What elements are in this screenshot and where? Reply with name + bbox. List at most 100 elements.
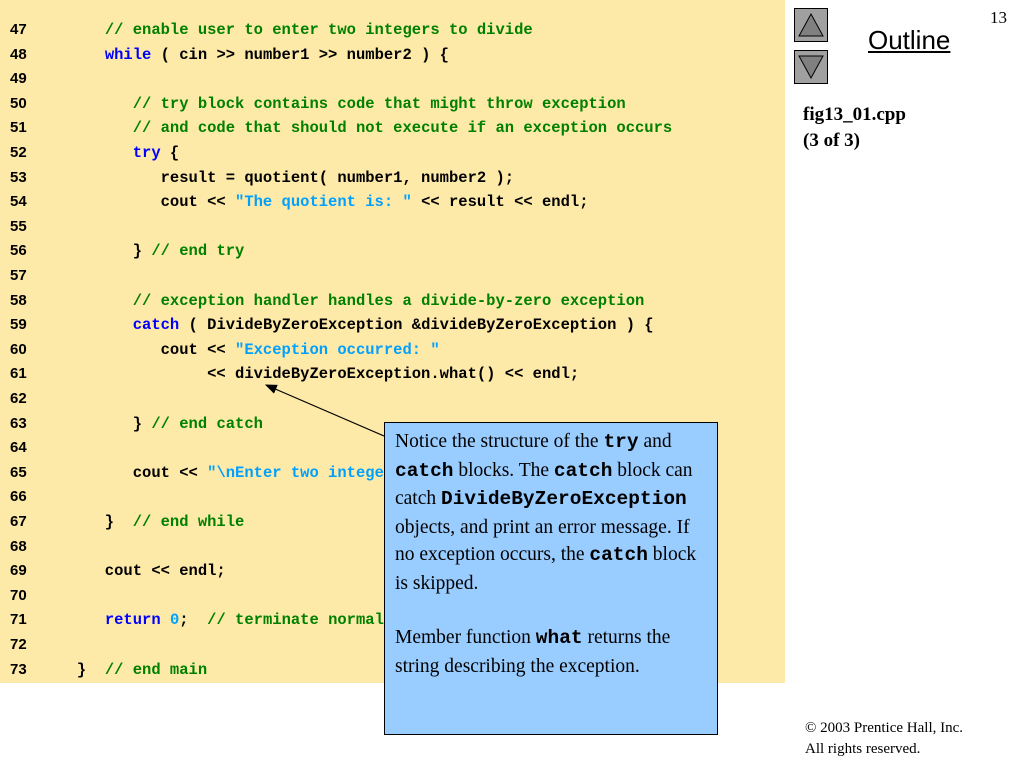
- previous-slide-button[interactable]: [794, 8, 828, 42]
- code-keyword: return: [104, 611, 161, 630]
- line-number: 63: [10, 414, 27, 432]
- code-listing: 47 // enable user to enter two integers …: [0, 0, 785, 683]
- code-line: 58 // exception handler handles a divide…: [0, 289, 785, 313]
- figure-part: (3 of 3): [803, 130, 860, 151]
- code-text: }: [49, 414, 152, 433]
- line-number: 62: [10, 390, 27, 407]
- line-number: 67: [10, 513, 27, 530]
- code-term: catch: [589, 544, 648, 566]
- copyright-line-2: All rights reserved.: [805, 741, 921, 757]
- code-comment: // end main: [104, 660, 208, 679]
- code-term: try: [603, 431, 639, 453]
- line-number: 69: [10, 562, 27, 580]
- code-text: cout <<: [49, 463, 208, 482]
- copyright-line-1: © 2003 Prentice Hall, Inc.: [805, 720, 964, 736]
- triangle-down-icon: [798, 55, 824, 80]
- line-number: 66: [10, 488, 27, 506]
- copyright-notice: © 2003 Prentice Hall, Inc. All rights re…: [805, 718, 963, 760]
- code-content: } // end while: [49, 510, 245, 534]
- code-content: return 0; // terminate normal: [49, 608, 384, 632]
- code-line: 64: [0, 436, 785, 460]
- line-number: 51: [10, 119, 27, 137]
- code-keyword: while: [104, 45, 152, 64]
- line-number: 58: [10, 291, 27, 309]
- triangle-up-icon: [798, 12, 824, 37]
- code-line: 53 result = quotient( number1, number2 )…: [0, 166, 785, 190]
- code-text: {: [160, 144, 180, 162]
- code-line: 47 // enable user to enter two integers …: [0, 18, 785, 42]
- code-comment: // end try: [151, 242, 245, 261]
- code-content: catch ( DivideByZeroException &divideByZ…: [49, 313, 654, 337]
- line-number: 61: [10, 365, 27, 383]
- line-number: 49: [10, 70, 27, 88]
- code-string: "The quotient is: ": [235, 193, 412, 212]
- figure-title: fig13_01.cpp (3 of 3): [803, 102, 906, 154]
- line-number: 71: [10, 611, 27, 629]
- code-line: 55: [0, 215, 785, 239]
- code-content: while ( cin >> number1 >> number2 ) {: [49, 43, 449, 67]
- code-line: 49: [0, 67, 785, 91]
- line-number: 56: [10, 242, 27, 260]
- callout-text: block can catch: [395, 459, 693, 510]
- callout-text: Notice the structure of the: [395, 431, 604, 452]
- callout-paragraph-2: Member function what returns the string …: [395, 624, 707, 680]
- outline-link[interactable]: Outline: [868, 25, 951, 55]
- code-content: } // end catch: [49, 412, 263, 436]
- code-text: }: [49, 242, 152, 261]
- code-line: 56 } // end try: [0, 239, 785, 263]
- line-number: 57: [10, 267, 27, 284]
- code-content: // and code that should not execute if a…: [49, 116, 673, 140]
- code-line: 71 return 0; // terminate normal: [0, 608, 785, 632]
- explanation-callout: Notice the structure of the try and catc…: [384, 422, 718, 735]
- line-number: 48: [10, 45, 27, 63]
- code-text: << divideByZeroException.what() << endl;: [49, 365, 580, 384]
- code-line: 48 while ( cin >> number1 >> number2 ) {: [0, 43, 785, 67]
- code-string: "Exception occurred: ": [235, 340, 440, 359]
- code-content: result = quotient( number1, number2 );: [49, 166, 514, 190]
- code-text: result = quotient( number1, number2 );: [49, 168, 515, 187]
- code-line: 69 cout << endl;: [0, 559, 785, 583]
- line-number: 50: [10, 94, 27, 112]
- line-number: 53: [10, 168, 27, 186]
- code-content: cout << "\nEnter two intege: [49, 461, 384, 485]
- code-comment: // terminate normal: [207, 611, 384, 630]
- code-content: cout << "Exception occurred: ": [49, 338, 440, 362]
- callout-text: returns the string describing the except…: [395, 627, 671, 677]
- code-comment: // end catch: [151, 414, 263, 433]
- callout-paragraph-1: Notice the structure of the try and catc…: [395, 428, 707, 597]
- code-line: 57: [0, 264, 785, 288]
- code-line: 61 << divideByZeroException.what() << en…: [0, 362, 785, 386]
- code-content: } // end main: [49, 658, 207, 682]
- code-text: ;: [179, 611, 208, 630]
- code-line: 52 try {: [0, 141, 785, 165]
- slide-number: 13: [990, 8, 1007, 27]
- code-line: 51 // and code that should not execute i…: [0, 116, 785, 140]
- code-line: 63 } // end catch: [0, 412, 785, 436]
- code-term: catch: [395, 459, 454, 482]
- line-number: 70: [10, 586, 27, 604]
- code-text: cout << endl;: [49, 562, 226, 581]
- callout-text: and: [638, 431, 672, 452]
- code-content: // try block contains code that might th…: [49, 92, 626, 116]
- code-string: 0: [169, 611, 180, 630]
- line-number: 55: [10, 217, 27, 235]
- line-number: 54: [10, 193, 27, 211]
- code-line: 65 cout << "\nEnter two intege: [0, 461, 785, 485]
- code-content: << divideByZeroException.what() << endl;: [49, 362, 579, 386]
- code-line: 66: [0, 485, 785, 509]
- code-line: 72: [0, 633, 785, 657]
- code-content: cout << "The quotient is: " << result <<…: [49, 190, 589, 214]
- code-line: 62: [0, 387, 785, 411]
- code-line: 73 } // end main: [0, 658, 785, 682]
- code-line: 59 catch ( DivideByZeroException &divide…: [0, 313, 785, 337]
- code-keyword: catch: [132, 316, 180, 335]
- next-slide-button[interactable]: [794, 50, 828, 84]
- code-term: DivideByZeroException: [441, 488, 687, 510]
- line-number: 59: [10, 316, 27, 334]
- code-term: what: [535, 627, 583, 649]
- code-line: 70: [0, 584, 785, 608]
- line-number: 68: [10, 537, 27, 555]
- code-comment: // and code that should not execute if a…: [132, 119, 673, 138]
- code-content: // enable user to enter two integers to …: [49, 18, 533, 42]
- line-number: 73: [10, 660, 27, 678]
